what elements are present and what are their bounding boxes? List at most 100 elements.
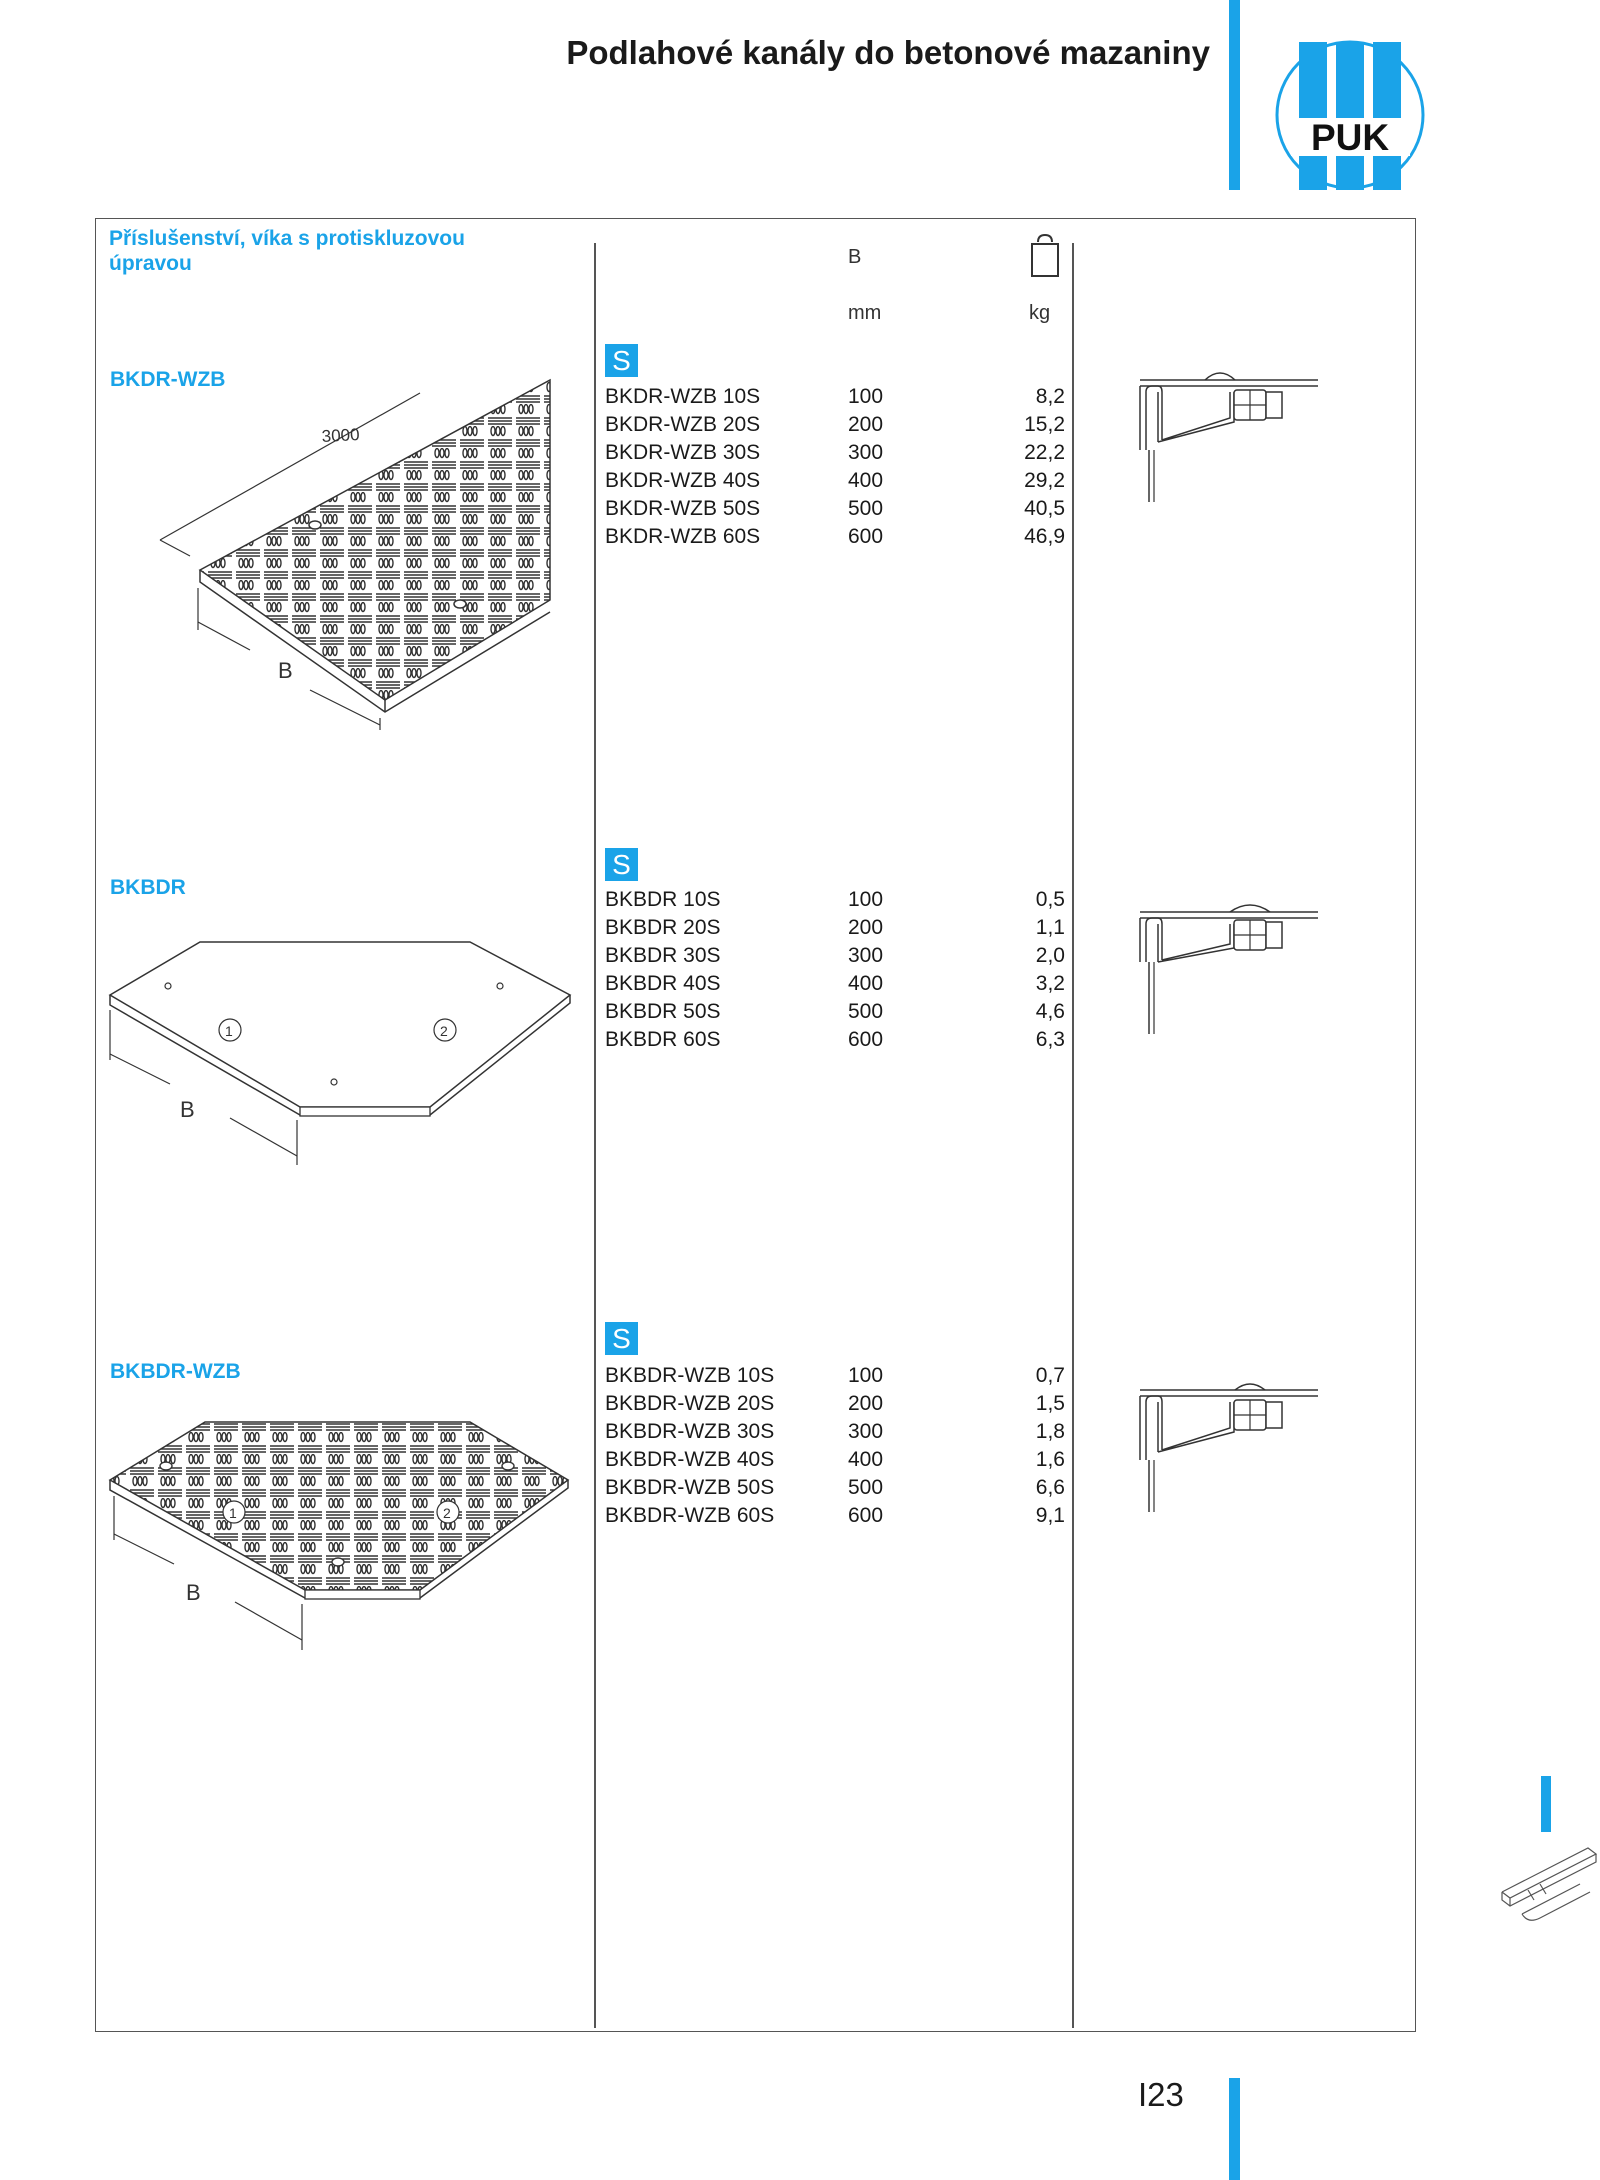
page-number: I23: [1138, 2076, 1184, 2113]
product-code: BKBDR-WZB 40S: [605, 1448, 775, 1471]
product-weight: 4,6: [1035, 1000, 1065, 1023]
product-width: 600: [848, 525, 884, 548]
product-code: BKBDR-WZB 30S: [605, 1420, 775, 1443]
stock-badge: S: [605, 848, 638, 881]
product-weight: 46,9: [1024, 525, 1065, 548]
stock-badge: S: [605, 344, 638, 377]
product-width: 500: [848, 1000, 884, 1023]
product-code: BKBDR 20S: [605, 916, 721, 939]
table-row: BKBDR 30S 300 2,0: [605, 942, 1065, 970]
product-weight: 0,5: [1035, 888, 1065, 911]
dimension-width-label: B: [186, 1580, 201, 1605]
table-row: BKBDR-WZB 10S 100 0,7: [605, 1362, 1065, 1390]
table-row: BKBDR-WZB 30S 300 1,8: [605, 1418, 1065, 1446]
product-width: 100: [848, 1364, 884, 1387]
product-code: BKBDR 50S: [605, 1000, 721, 1023]
chapter-thumbnail-icon: [1501, 1847, 1598, 1921]
product-code: BKDR-WZB 10S: [605, 385, 761, 408]
weight-icon: [1031, 233, 1059, 277]
product-code: BKDR-WZB 30S: [605, 441, 761, 464]
profile-bkdr-wzb: [1139, 372, 1318, 502]
header-b-unit: mm: [848, 302, 882, 324]
product-code: BKBDR 30S: [605, 944, 721, 967]
page-title: Podlahové kanály do betonové mazaniny: [566, 34, 1210, 71]
product-weight: 1,1: [1035, 916, 1065, 939]
product-weight: 40,5: [1024, 497, 1065, 520]
drawing-bkbdr-wzb-cover: 1 2 B: [108, 1421, 570, 1650]
product-code: BKBDR 60S: [605, 1028, 721, 1051]
product-width: 300: [848, 441, 884, 464]
product-weight: 6,3: [1035, 1028, 1065, 1051]
column-divider-2: [1072, 243, 1074, 2028]
product-width: 400: [848, 1448, 884, 1471]
product-width: 500: [848, 497, 884, 520]
product-width: 200: [848, 1392, 884, 1415]
product-width: 100: [848, 385, 884, 408]
table-row: BKBDR 50S 500 4,6: [605, 998, 1065, 1026]
header-weight-unit: kg: [1029, 302, 1051, 324]
product-code: BKBDR-WZB 10S: [605, 1364, 775, 1387]
product-width: 400: [848, 469, 884, 492]
product-code: BKDR-WZB 40S: [605, 469, 761, 492]
product-width: 100: [848, 888, 884, 911]
marker-2: 2: [443, 1505, 451, 1521]
product-weight: 15,2: [1024, 413, 1065, 436]
product-weight: 0,7: [1035, 1364, 1065, 1387]
footer-accent-bar: [1229, 2078, 1240, 2180]
product-weight: 1,6: [1035, 1448, 1065, 1471]
logo-text: PUK: [1311, 117, 1389, 158]
header-b: B: [848, 246, 862, 268]
product-weight: 1,5: [1035, 1392, 1065, 1415]
section-label-bkdr-wzb: BKDR-WZB: [110, 368, 226, 391]
product-weight: 8,2: [1035, 385, 1065, 408]
product-width: 300: [848, 1420, 884, 1443]
category-title: Příslušenství, víka s protiskluzovou úpr…: [109, 227, 465, 275]
table-row: BKDR-WZB 20S 200 15,2: [605, 411, 1065, 439]
table-row: BKBDR 10S 100 0,5: [605, 886, 1065, 914]
stock-badge: S: [605, 1322, 638, 1355]
marker-2: 2: [440, 1023, 448, 1039]
header-accent-bar: [1229, 0, 1240, 190]
product-width: 600: [848, 1504, 884, 1527]
table-row: BKBDR-WZB 60S 600 9,1: [605, 1502, 1065, 1530]
product-code: BKDR-WZB 50S: [605, 497, 761, 520]
drawing-bkbdr-cover: 1 2 B: [108, 941, 572, 1165]
product-list-bkdr-wzb: BKDR-WZB 10S 100 8,2 BKDR-WZB 20S 200 15,2 B…: [605, 383, 1065, 551]
product-width: 300: [848, 944, 884, 967]
product-code: BKDR-WZB 20S: [605, 413, 761, 436]
product-weight: 22,2: [1024, 441, 1065, 464]
dimension-length-label: 3000: [321, 425, 360, 446]
product-code: BKBDR 10S: [605, 888, 721, 911]
dimension-width-label: B: [278, 658, 293, 683]
product-code: BKBDR-WZB 60S: [605, 1504, 775, 1527]
product-width: 200: [848, 916, 884, 939]
column-divider-1: [594, 243, 596, 2028]
product-weight: 9,1: [1035, 1504, 1065, 1527]
dimension-width-label: B: [180, 1097, 195, 1122]
table-row: BKDR-WZB 50S 500 40,5: [605, 495, 1065, 523]
puk-logo: PUK: [1275, 40, 1425, 190]
product-weight: 6,6: [1035, 1476, 1065, 1499]
product-list-bkbdr: BKBDR 10S 100 0,5 BKBDR 20S 200 1,1 BKBDR 30…: [605, 886, 1065, 1054]
section-label-bkbdr-wzb: BKBDR-WZB: [110, 1360, 241, 1383]
product-weight: 1,8: [1035, 1420, 1065, 1443]
product-code: BKBDR-WZB 50S: [605, 1476, 775, 1499]
product-weight: 2,0: [1035, 944, 1065, 967]
chapter-marker-bar: [1541, 1776, 1551, 1832]
product-code: BKDR-WZB 60S: [605, 525, 761, 548]
product-weight: 3,2: [1035, 972, 1065, 995]
table-row: BKBDR-WZB 40S 400 1,6: [605, 1446, 1065, 1474]
profile-bkbdr: [1139, 904, 1318, 1034]
product-weight: 29,2: [1024, 469, 1065, 492]
drawing-bkdr-wzb-cover: 3000 B: [159, 378, 551, 730]
product-code: BKBDR-WZB 20S: [605, 1392, 775, 1415]
table-row: BKDR-WZB 30S 300 22,2: [605, 439, 1065, 467]
product-width: 200: [848, 413, 884, 436]
marker-1: 1: [225, 1023, 233, 1039]
table-row: BKDR-WZB 60S 600 46,9: [605, 523, 1065, 551]
product-width: 400: [848, 972, 884, 995]
